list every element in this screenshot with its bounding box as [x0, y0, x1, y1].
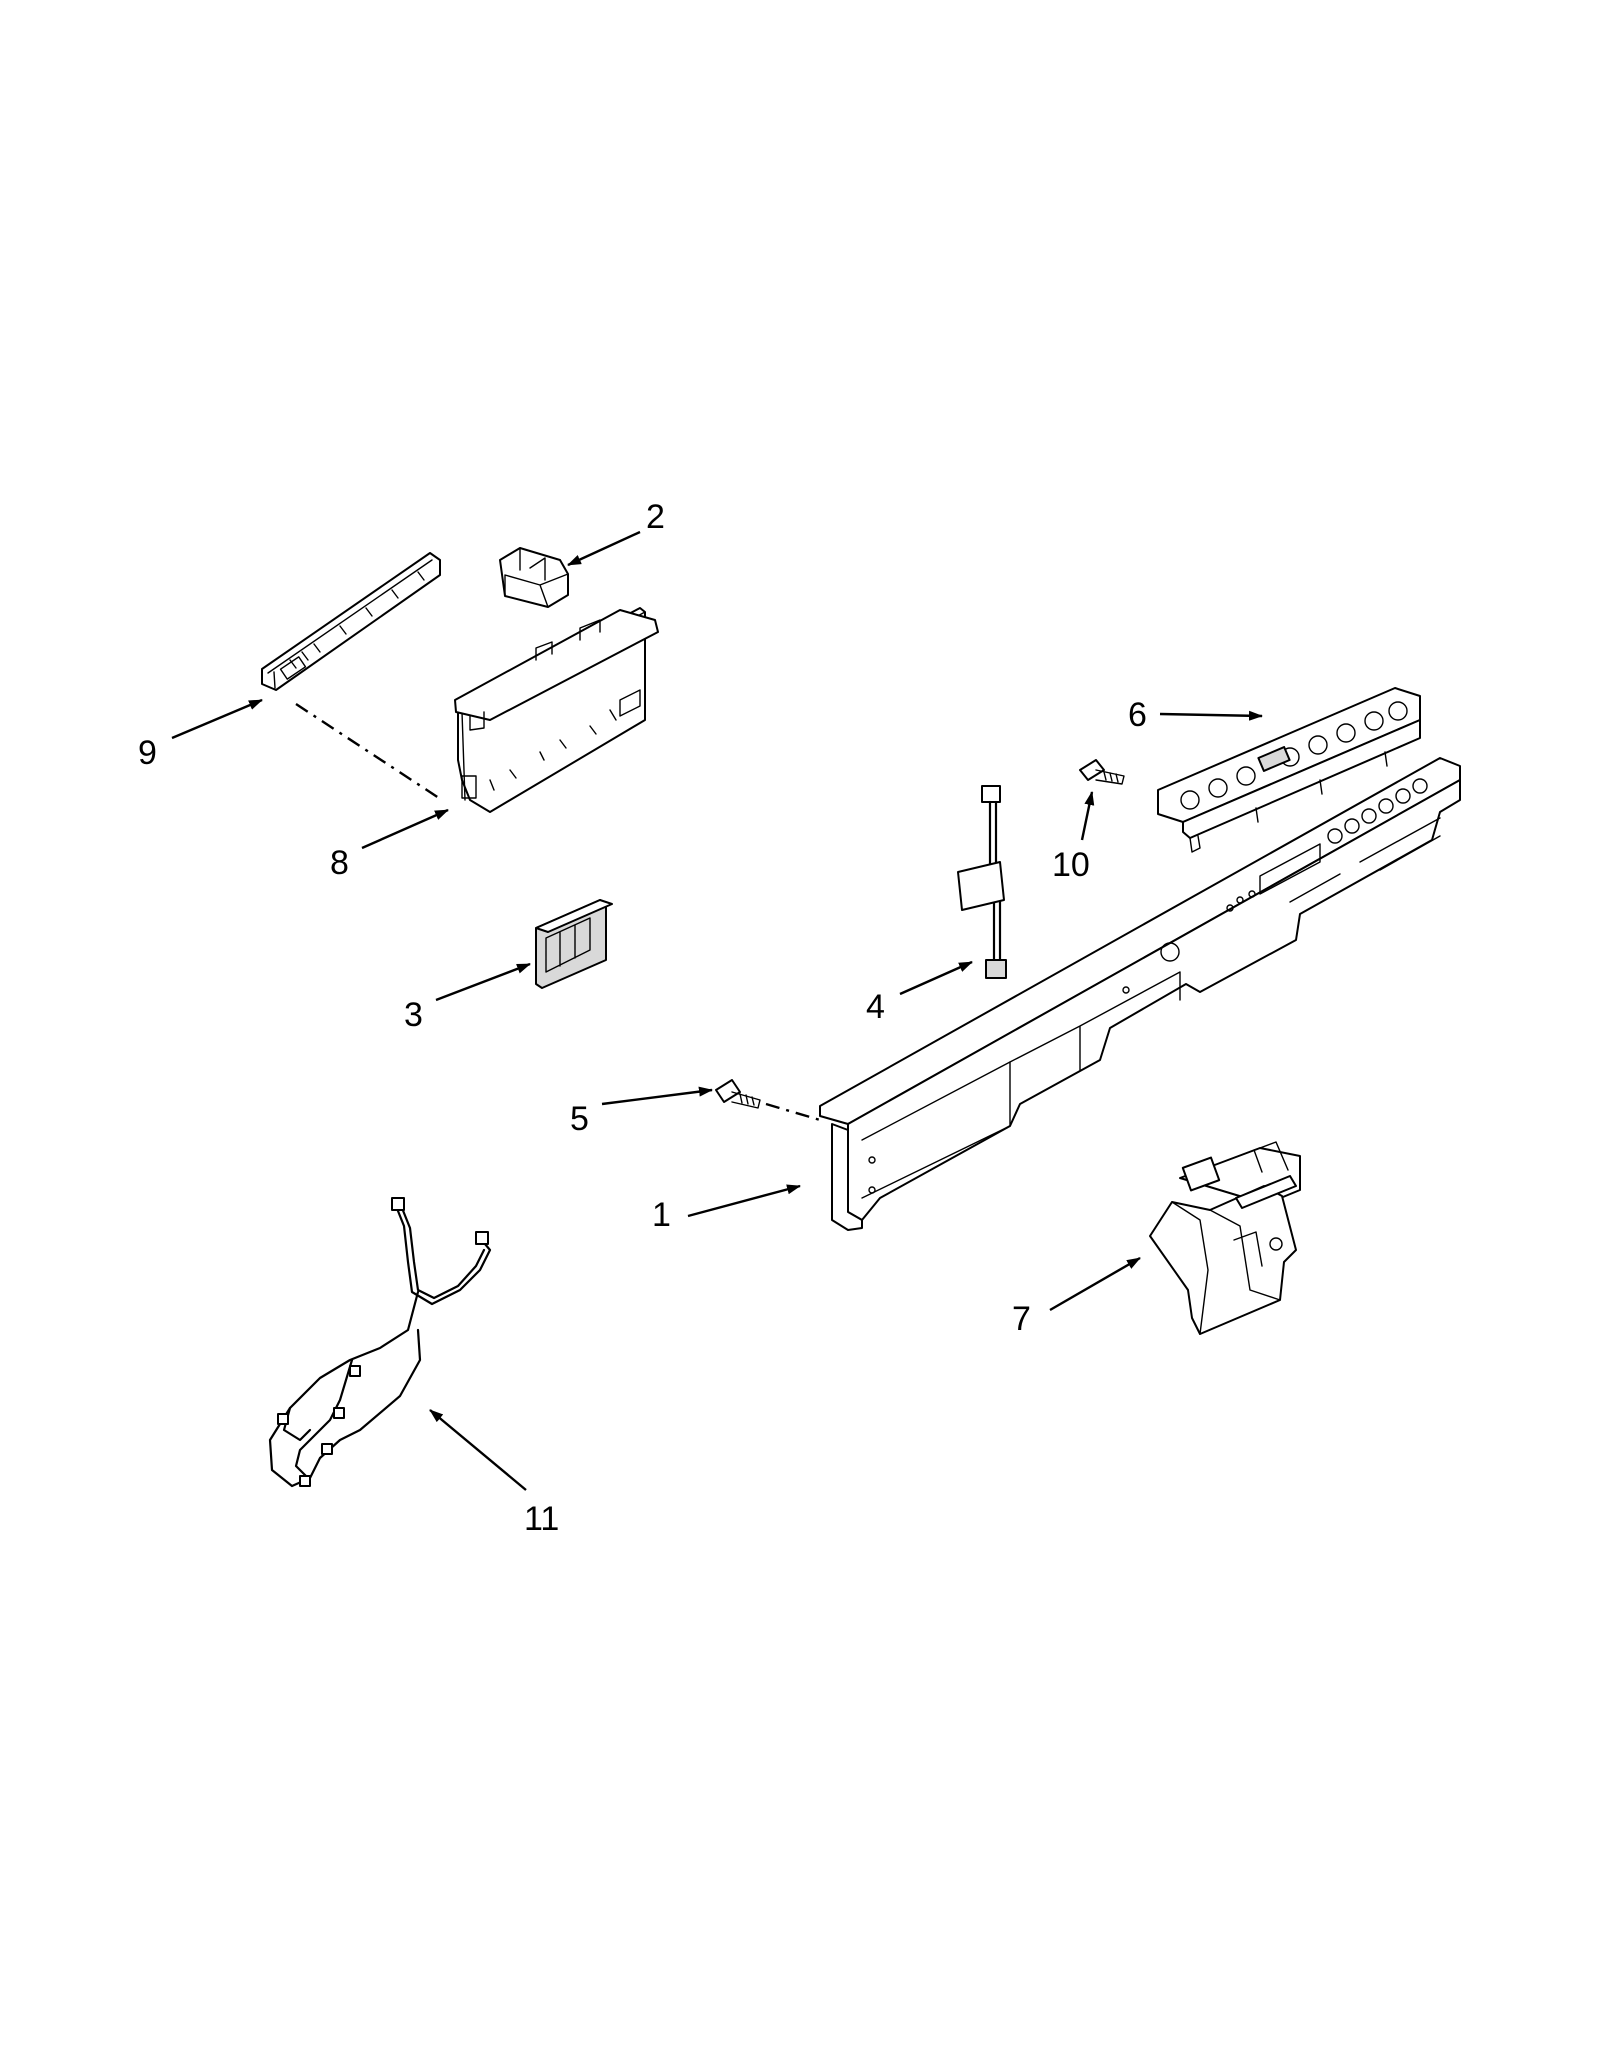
leader-1 — [687, 1184, 801, 1218]
callout-4: 4 — [866, 988, 885, 1026]
part-4-wire-harness — [957, 785, 1007, 979]
part-9-bracket — [261, 552, 441, 691]
callout-7: 7 — [1012, 1300, 1031, 1338]
callout-3: 3 — [404, 996, 423, 1034]
leader-11 — [429, 1409, 527, 1491]
part-6-button-housing — [1157, 687, 1421, 853]
part-7-door-latch — [1149, 1141, 1301, 1335]
leader-5 — [601, 1086, 713, 1106]
leader-7 — [1049, 1256, 1141, 1312]
callout-2: 2 — [646, 498, 665, 536]
leader-8 — [361, 808, 449, 850]
assembly-line-5-1 — [765, 1102, 821, 1122]
leader-3 — [435, 962, 531, 1002]
leader-10 — [1080, 791, 1095, 841]
callout-5: 5 — [570, 1100, 589, 1138]
callout-10: 10 — [1052, 846, 1090, 884]
part-8-control-board — [454, 607, 659, 813]
part-5-screw — [715, 1079, 761, 1109]
callout-6: 6 — [1128, 696, 1147, 734]
callout-numbers: 2 9 8 3 5 1 4 6 10 7 11 — [138, 498, 1147, 1538]
part-1-console-panel — [819, 757, 1461, 1231]
part-2-clip — [499, 547, 569, 608]
leader-4 — [899, 960, 973, 996]
callout-1: 1 — [652, 1196, 671, 1234]
part-10-screw — [1079, 759, 1125, 785]
callout-8: 8 — [330, 844, 349, 882]
leader-lines — [171, 530, 1263, 1491]
callout-11: 11 — [524, 1500, 559, 1538]
callout-9: 9 — [138, 734, 157, 772]
leader-6 — [1159, 710, 1263, 721]
assembly-line-9-8 — [295, 702, 443, 802]
part-3-bracket — [535, 899, 613, 989]
leader-9 — [171, 698, 263, 740]
part-11-wire-harness — [268, 1197, 492, 1488]
leader-2 — [567, 530, 641, 567]
